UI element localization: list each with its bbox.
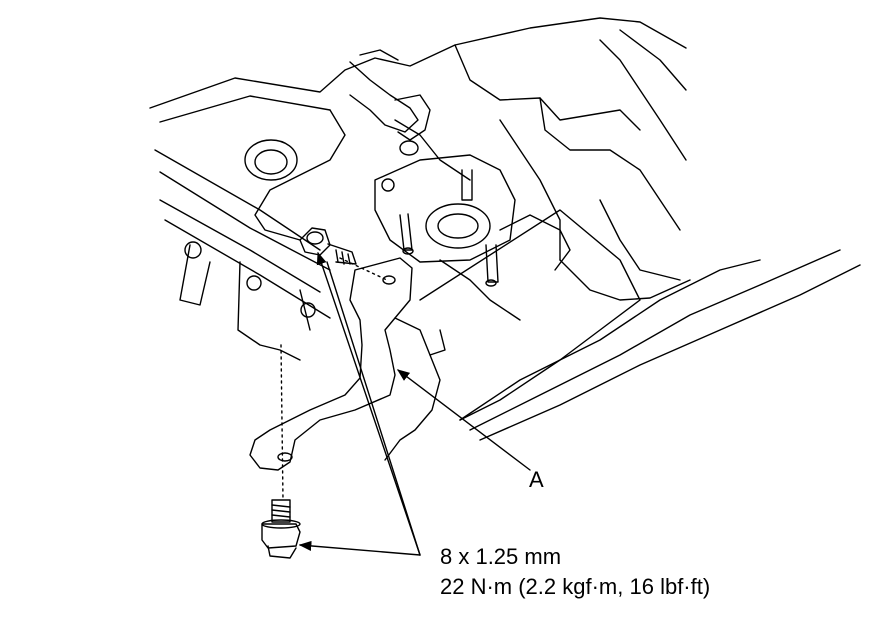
side-rail bbox=[419, 209, 861, 441]
torque-leader-upper bbox=[316, 251, 421, 556]
engine-block bbox=[149, 17, 691, 361]
callout-a-label: A bbox=[529, 467, 544, 492]
leader-lines bbox=[298, 251, 531, 556]
callout-a-leader bbox=[396, 369, 531, 471]
mount-flange bbox=[374, 154, 516, 287]
fastener-torque-label: 22 N·m (2.2 kgf·m, 16 lbf·ft) bbox=[440, 574, 711, 599]
block-port bbox=[184, 139, 316, 318]
torque-leader-lower bbox=[298, 540, 421, 556]
hose-fitting bbox=[349, 49, 431, 156]
lower-bolt bbox=[261, 499, 301, 559]
upper-bolt bbox=[299, 227, 357, 265]
bracket-a bbox=[249, 257, 446, 471]
fastener-size-label: 8 x 1.25 mm bbox=[440, 544, 562, 569]
alignment-lines bbox=[280, 257, 388, 501]
torque-leader-mid bbox=[326, 261, 421, 556]
